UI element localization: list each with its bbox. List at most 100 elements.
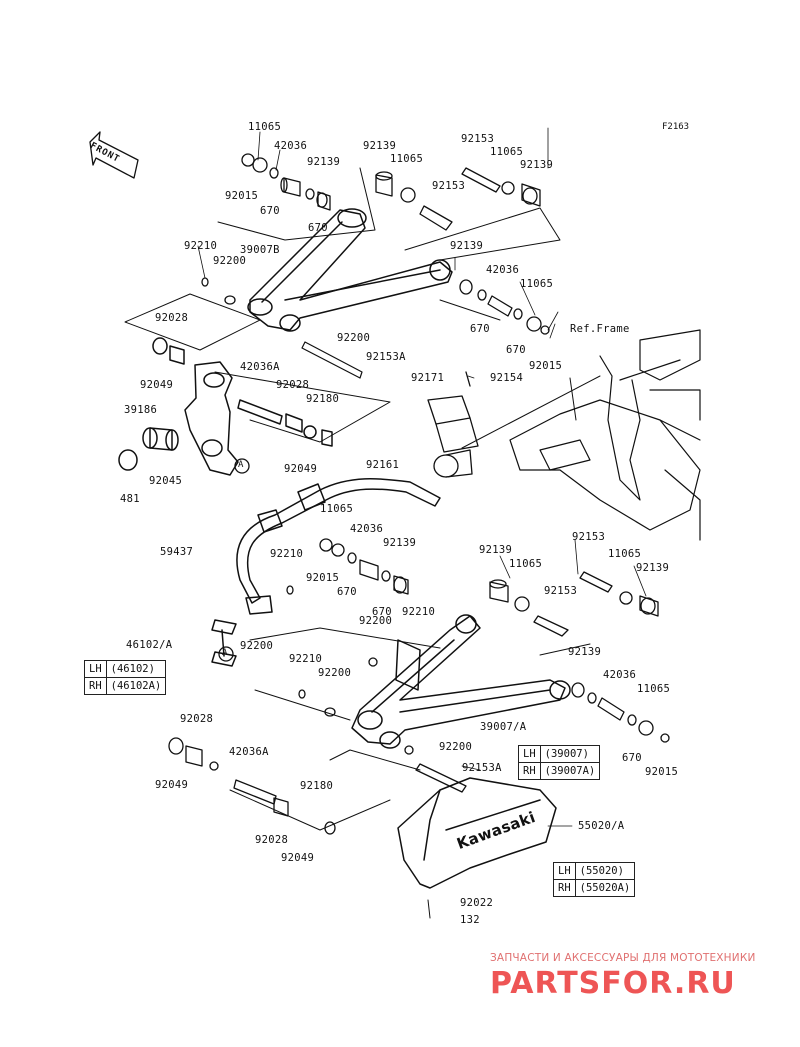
knuckle — [118, 337, 333, 476]
part-label: 39007B — [240, 244, 280, 256]
lower-bushing-set-right — [579, 571, 659, 617]
table-row: RH(55020A) — [553, 879, 636, 897]
part-label: 59437 — [160, 546, 194, 558]
upper-bushing-set-rear — [459, 279, 550, 335]
lower-bushing-set-rear — [571, 682, 670, 743]
part-label: 670 — [470, 323, 490, 335]
lower-pivot-parts — [168, 585, 467, 835]
part-label: 39007/A — [480, 721, 527, 733]
table-row: LH(46102) — [84, 660, 167, 678]
part-label: 92139 — [450, 240, 484, 252]
part-label: 11065 — [520, 278, 554, 290]
part-label: 92049 — [140, 379, 174, 391]
lower-bushing-set-left — [319, 538, 409, 595]
side-cell: RH — [84, 677, 107, 695]
part-label: 11065 — [490, 146, 524, 158]
watermark-caption: ЗАПЧАСТИ И АКСЕССУАРЫ ДЛЯ МОТОТЕХНИКИ — [490, 952, 756, 964]
side-cell: LH — [518, 745, 541, 763]
part-label: 11065 — [637, 683, 671, 695]
part-label: 92139 — [307, 156, 341, 168]
part-label: 92015 — [529, 360, 563, 372]
callout-circle — [218, 458, 250, 662]
part-label: 11065 — [608, 548, 642, 560]
part-label: 92049 — [281, 852, 315, 864]
part-cell: (39007) — [539, 745, 601, 763]
table-row: RH(39007A) — [518, 762, 601, 780]
part-label: 92180 — [306, 393, 340, 405]
part-label: 92028 — [155, 312, 189, 324]
part-label: 92139 — [520, 159, 554, 171]
part-cell: (46102) — [105, 660, 167, 678]
part-label: 92200 — [359, 615, 393, 627]
front-arrow-icon — [89, 131, 139, 179]
part-label: 92049 — [284, 463, 318, 475]
part-label: 11065 — [320, 503, 354, 515]
stab-bushing — [427, 371, 479, 478]
part-label: 92028 — [180, 713, 214, 725]
variant-table-46102: LH(46102) RH(46102A) — [84, 660, 167, 695]
part-label: 92153 — [572, 531, 606, 543]
part-label: 42036 — [486, 264, 520, 276]
part-label: 11065 — [248, 121, 282, 133]
part-label: 92139 — [479, 544, 513, 556]
table-row: LH(39007) — [518, 745, 601, 763]
part-label: 92022 — [460, 897, 494, 909]
stabilizer-bar — [211, 478, 441, 667]
part-cell: (55020A) — [574, 879, 636, 897]
part-label: 92200 — [318, 667, 352, 679]
part-label: 92161 — [366, 459, 400, 471]
part-label: 42036 — [274, 140, 308, 152]
part-label: 11065 — [390, 153, 424, 165]
part-label: 92045 — [149, 475, 183, 487]
part-label: 670 — [622, 752, 642, 764]
part-label: 92200 — [240, 640, 274, 652]
part-label: 92154 — [490, 372, 524, 384]
part-label: 670 — [260, 205, 280, 217]
part-label: 92210 — [184, 240, 218, 252]
part-label: 46102/A — [126, 639, 173, 651]
part-label: 92015 — [225, 190, 259, 202]
part-label: 42036A — [229, 746, 269, 758]
part-label: 92139 — [363, 140, 397, 152]
part-label: 92153A — [462, 762, 502, 774]
part-label: 92049 — [155, 779, 189, 791]
part-label: 670 — [506, 344, 526, 356]
skid-guard — [397, 777, 557, 889]
part-label: 39186 — [124, 404, 158, 416]
part-cell: (46102A) — [105, 677, 167, 695]
callout-letter: A — [238, 460, 244, 470]
watermark-logo: PARTSFOR.RU — [490, 966, 736, 1001]
upper-bushing-set-mid — [375, 171, 453, 231]
part-label: 92200 — [337, 332, 371, 344]
table-row: LH(55020) — [553, 862, 636, 880]
part-label: 132 — [460, 914, 480, 926]
part-label: 92200 — [213, 255, 247, 267]
part-label: 92139 — [383, 537, 417, 549]
variant-table-39007: LH(39007) RH(39007A) — [518, 745, 601, 780]
part-label: 92180 — [300, 780, 334, 792]
part-label: 55020/A — [578, 820, 625, 832]
part-label: 92028 — [276, 379, 310, 391]
part-label: 92200 — [439, 741, 473, 753]
part-label: 92153A — [366, 351, 406, 363]
part-label: 42036 — [350, 523, 384, 535]
part-label: 670 — [372, 606, 392, 618]
side-cell: RH — [553, 879, 576, 897]
part-label: 670 — [337, 586, 357, 598]
part-label: 92153 — [461, 133, 495, 145]
part-label: 11065 — [509, 558, 543, 570]
part-label: 92028 — [255, 834, 289, 846]
side-cell: LH — [84, 660, 107, 678]
variant-table-55020: LH(55020) RH(55020A) — [553, 862, 636, 897]
part-label: 92139 — [636, 562, 670, 574]
figure-code: F2163 — [662, 122, 690, 132]
table-row: RH(46102A) — [84, 677, 167, 695]
part-label: 92153 — [544, 585, 578, 597]
upper-a-arm — [247, 208, 453, 332]
part-label: 92210 — [289, 653, 323, 665]
frame-section — [509, 329, 701, 541]
upper-bushing-set-right — [461, 167, 541, 207]
part-cell: (55020) — [574, 862, 636, 880]
